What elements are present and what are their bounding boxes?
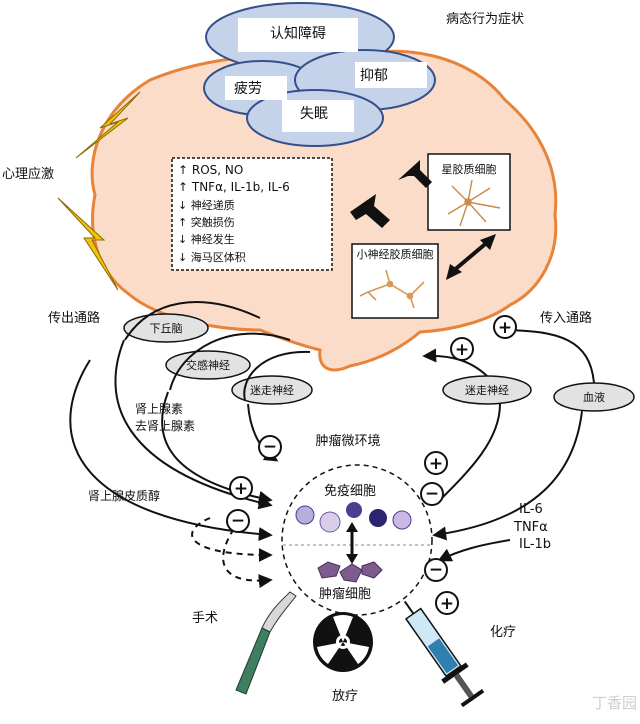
- vagus-efferent-label: 迷走神经: [250, 383, 294, 397]
- astrocyte-box: [427, 153, 511, 231]
- lightning-icon: [57, 197, 119, 291]
- brain-change-item: ↑ 突触损伤: [178, 215, 235, 229]
- symptom-fatigue: 疲劳: [234, 80, 262, 97]
- svg-text:+: +: [440, 594, 454, 614]
- minus-icon: −: [258, 435, 282, 459]
- surgery-label: 手术: [192, 611, 218, 626]
- tme-label: 肿瘤微环境: [315, 433, 380, 449]
- svg-text:+: +: [455, 340, 469, 360]
- brain-change-item: ↑ TNFα, IL-1b, IL-6: [178, 180, 290, 194]
- brain-change-item: ↓ 神经发生: [178, 232, 235, 246]
- plus-icon: +: [493, 315, 517, 339]
- brain-change-item: ↑ ROS, NO: [178, 163, 243, 177]
- symptom-cognitive: 认知障碍: [270, 25, 326, 42]
- cytokine-il1b: IL-1b: [519, 537, 551, 552]
- plus-icon: +: [424, 451, 448, 475]
- microglia-icon: [359, 269, 425, 309]
- tumor-cells-icon: [317, 561, 383, 583]
- radiotherapy-label: 放疗: [332, 689, 358, 704]
- plus-icon: +: [435, 591, 459, 615]
- afferent-pathway-label: 传入通路: [540, 310, 592, 326]
- hypothalamus-label: 下丘脑: [150, 322, 183, 335]
- svg-text:+: +: [234, 479, 248, 499]
- signal-arrows: [350, 160, 496, 280]
- immune-cells-icon: [295, 502, 412, 533]
- cortisol-label: 肾上腺皮质醇: [88, 488, 160, 503]
- dashed-paths: [191, 517, 273, 589]
- brain-changes-list: ↑ ROS, NO ↑ TNFα, IL-1b, IL-6 ↓ 神经递质 ↑ 突…: [178, 163, 290, 264]
- plus-icon: +: [229, 476, 253, 500]
- astrocyte-label: 星胶质细胞: [442, 162, 497, 176]
- radiation-icon: [313, 612, 373, 672]
- symptom-cloud: 认知障碍 疲劳 抑郁 失眠: [203, 2, 436, 147]
- microglia-label: 小神经胶质细胞: [357, 247, 434, 261]
- svg-text:+: +: [429, 454, 443, 474]
- brain-change-item: ↓ 海马区体积: [178, 250, 246, 264]
- blood-label: 血液: [583, 390, 605, 404]
- lightning-icon: [75, 91, 141, 159]
- plus-minus-markers: + + − + − + − − +: [226, 315, 517, 615]
- svg-text:−: −: [425, 484, 439, 504]
- brain-change-item: ↓ 神经递质: [178, 198, 235, 212]
- chemotherapy-label: 化疗: [490, 625, 516, 640]
- adrenaline-label: 肾上腺素: [135, 402, 183, 416]
- svg-text:−: −: [231, 511, 245, 531]
- minus-icon: −: [226, 509, 250, 533]
- svg-text:−: −: [263, 437, 277, 457]
- tumor-cells-label: 肿瘤细胞: [319, 586, 371, 602]
- double-arrow-icon: [446, 234, 496, 280]
- vagus-afferent-label: 迷走神经: [465, 383, 509, 397]
- tme-circle: [281, 464, 433, 616]
- sickness-behavior-title: 病态行为症状: [446, 12, 524, 27]
- noradrenaline-label: 去肾上腺素: [135, 419, 195, 433]
- psychological-stress-label: 心理应激: [2, 166, 54, 182]
- afferent-paths: [422, 323, 595, 562]
- astrocyte-icon: [447, 179, 501, 227]
- svg-text:−: −: [429, 560, 443, 580]
- cytokine-tnfa: TNFα: [513, 520, 548, 535]
- hypothalamus-node: [123, 313, 209, 343]
- symptom-insomnia: 失眠: [300, 106, 328, 122]
- efferent-pathway-label: 传出通路: [48, 310, 100, 326]
- cytokine-il6: IL-6: [519, 502, 543, 517]
- symptom-depression: 抑郁: [360, 68, 388, 84]
- scalpel-icon: [235, 591, 297, 695]
- svg-text:+: +: [498, 318, 512, 338]
- sympathetic-label: 交感神经: [186, 358, 230, 372]
- vagus-efferent-node: [231, 375, 313, 405]
- watermark-text: 丁香园: [592, 694, 637, 712]
- arrow-up-left-icon: [350, 194, 390, 228]
- brain-changes-box: [171, 157, 333, 271]
- microglia-box: [351, 243, 439, 319]
- bidirectional-arrow-icon: [346, 522, 358, 564]
- sympathetic-node: [165, 350, 251, 380]
- plus-icon: +: [450, 337, 474, 361]
- minus-icon: −: [424, 558, 448, 582]
- arrow-up-left-icon: [398, 160, 432, 188]
- immune-cells-label: 免疫细胞: [324, 483, 376, 499]
- syringe-icon: [403, 600, 485, 708]
- minus-icon: −: [420, 482, 444, 506]
